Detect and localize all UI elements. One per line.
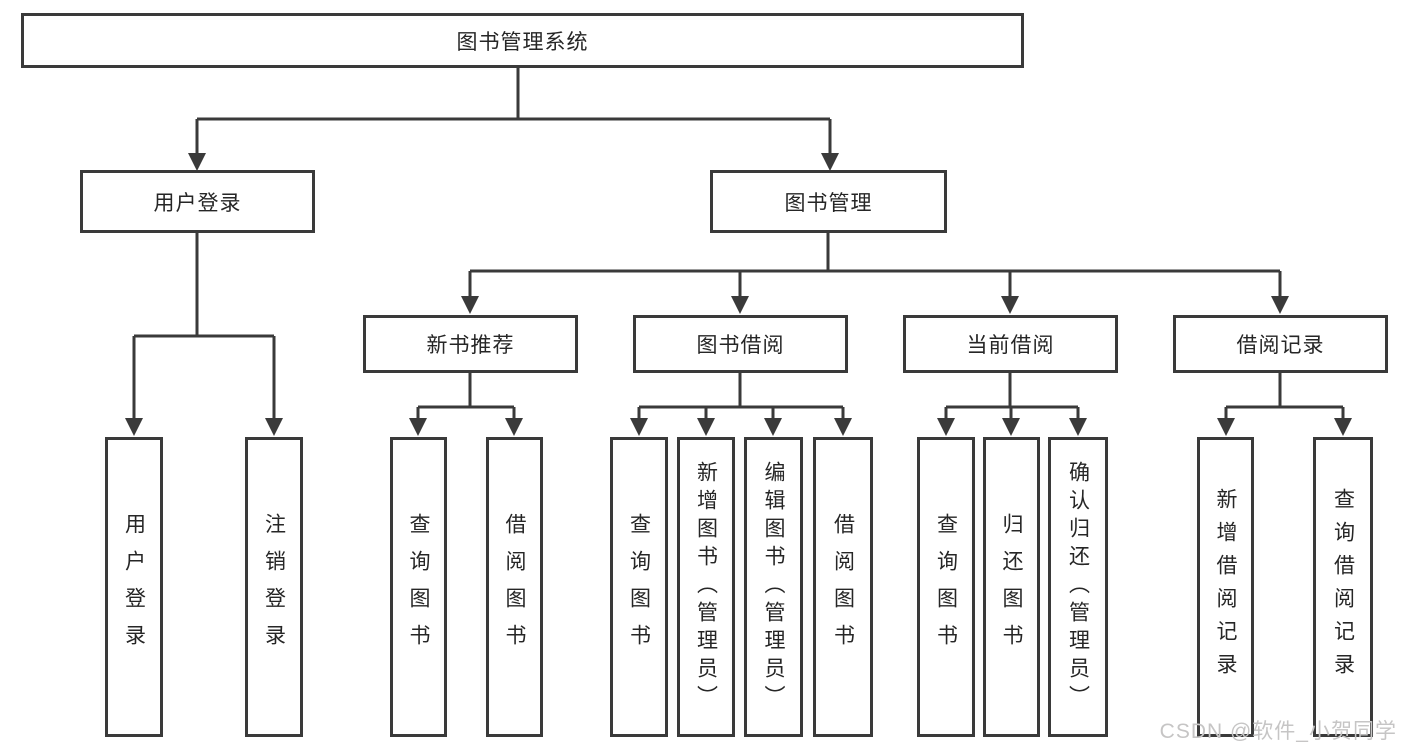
node-label: 借阅记录 [1236, 334, 1325, 357]
connector-root-to-level2 [188, 68, 839, 171]
node-label: 归还图书 [1000, 513, 1023, 661]
connector-user-login-to-leaves [125, 232, 283, 436]
leaf-confirm-return-admin: 确认归还（管理员） [1048, 437, 1108, 737]
connector-new-book-recommend-to-leaves [409, 373, 523, 436]
node-current-borrow: 当前借阅 [903, 315, 1118, 373]
node-user-login: 用户登录 [80, 170, 315, 233]
node-label: 注销登录 [262, 513, 286, 661]
leaf-recommend-borrow-book: 借阅图书 [486, 437, 543, 737]
leaf-user-login: 用户登录 [105, 437, 163, 737]
node-label: 当前借阅 [966, 334, 1055, 357]
leaf-return-book: 归还图书 [983, 437, 1040, 737]
node-label: 图书管理系统 [456, 30, 589, 54]
node-new-book-recommend: 新书推荐 [363, 315, 578, 373]
node-label: 查询图书 [934, 513, 958, 661]
leaf-add-book-admin: 新增图书（管理员） [677, 437, 735, 737]
node-label: 新书推荐 [426, 334, 515, 357]
node-book-borrow: 图书借阅 [633, 315, 848, 373]
leaf-add-borrow-record: 新增借阅记录 [1197, 437, 1254, 737]
node-label: 图书借阅 [696, 334, 785, 357]
leaf-borrow-book: 借阅图书 [813, 437, 873, 737]
leaf-recommend-query-book: 查询图书 [390, 437, 447, 737]
node-label: 新增图书（管理员） [694, 461, 718, 713]
leaf-query-borrow-record: 查询借阅记录 [1313, 437, 1373, 737]
connector-borrow-record-to-leaves [1217, 373, 1352, 436]
leaf-logout: 注销登录 [245, 437, 303, 737]
node-label: 新增借阅记录 [1214, 488, 1237, 686]
csdn-watermark: CSDN @软件_小贺同学 [1159, 720, 1397, 743]
node-book-management: 图书管理 [710, 170, 947, 233]
node-root-system: 图书管理系统 [21, 13, 1024, 68]
connector-book-borrow-to-leaves [630, 373, 852, 436]
node-label: 查询图书 [627, 513, 651, 661]
node-label: 确认归还（管理员） [1066, 461, 1090, 713]
node-borrow-record: 借阅记录 [1173, 315, 1388, 373]
leaf-current-query-book: 查询图书 [917, 437, 975, 737]
node-label: 图书管理 [784, 191, 873, 215]
node-label: 查询借阅记录 [1331, 488, 1355, 686]
connector-current-borrow-to-leaves [937, 373, 1087, 436]
leaf-edit-book-admin: 编辑图书（管理员） [744, 437, 803, 737]
node-label: 编辑图书（管理员） [762, 461, 785, 713]
node-label: 用户登录 [153, 191, 242, 215]
node-label: 借阅图书 [503, 513, 526, 661]
node-label: 用户登录 [122, 513, 146, 661]
node-label: 查询图书 [407, 513, 430, 661]
connector-book-mgmt-to-level3 [461, 233, 1289, 314]
node-label: 借阅图书 [831, 513, 855, 661]
leaf-borrow-query-book: 查询图书 [610, 437, 668, 737]
